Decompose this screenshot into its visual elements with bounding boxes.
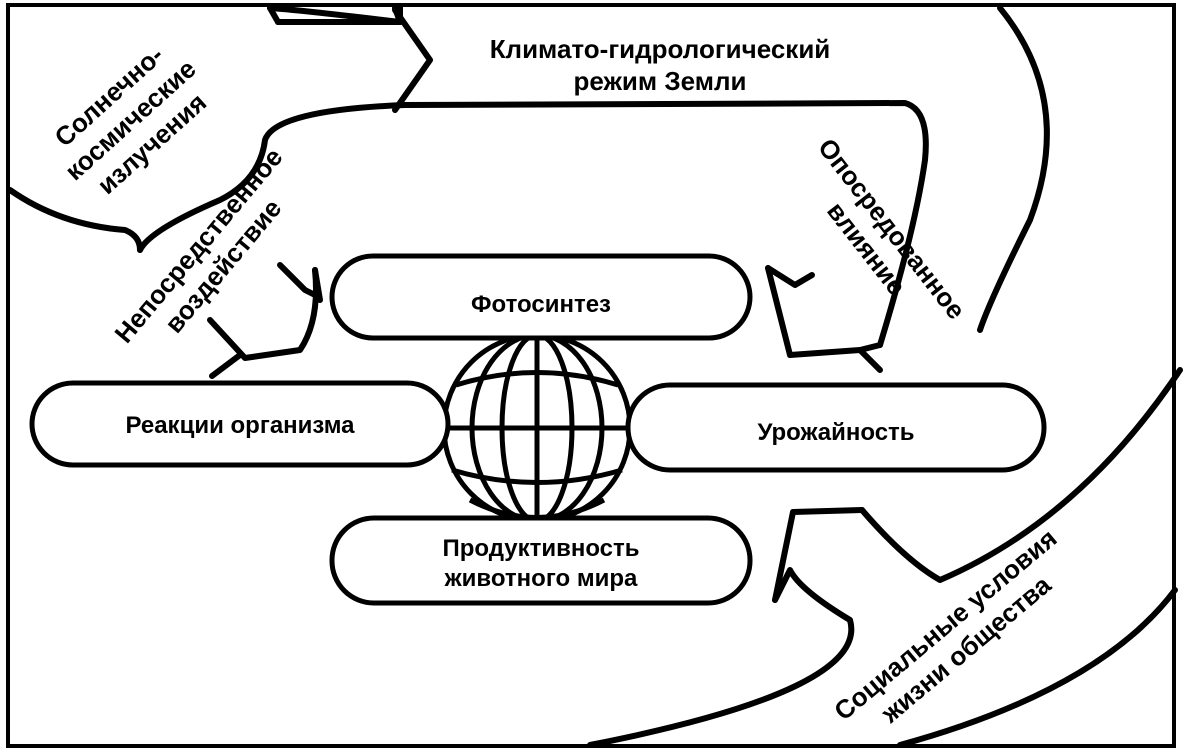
direct-influence-arrow bbox=[207, 262, 323, 379]
mediated-influence-arrow bbox=[765, 265, 883, 373]
reactions-label: Реакции организма bbox=[125, 412, 355, 439]
solar-label: Солнечно- космические излучения bbox=[49, 40, 213, 201]
productivity-label-line2: животного мира bbox=[444, 565, 638, 592]
productivity-label-line1: Продуктивность bbox=[442, 535, 639, 562]
box-yield bbox=[625, 382, 1047, 473]
mediated-label: Опосредованное влияние bbox=[812, 133, 971, 325]
direct-label: Непосредственное воздействие bbox=[108, 142, 288, 349]
social-conditions-arrow bbox=[587, 367, 1183, 748]
globe-icon bbox=[441, 332, 633, 524]
climate-label-line2: режим Земли bbox=[573, 66, 746, 96]
globe-bottom-arc bbox=[468, 497, 606, 520]
box-reactions bbox=[29, 380, 451, 468]
photosynthesis-label: Фотосинтез bbox=[471, 291, 611, 318]
social-label-line1: Социальные условия bbox=[828, 523, 1062, 726]
climate-loop-arrow bbox=[7, 3, 1050, 348]
box-photosynthesis bbox=[329, 253, 753, 341]
yield-label: Урожайность bbox=[757, 419, 914, 446]
climate-label-line1: Климато-гидрологический bbox=[490, 34, 831, 64]
social-label: Социальные условия жизни общества bbox=[828, 523, 1062, 729]
